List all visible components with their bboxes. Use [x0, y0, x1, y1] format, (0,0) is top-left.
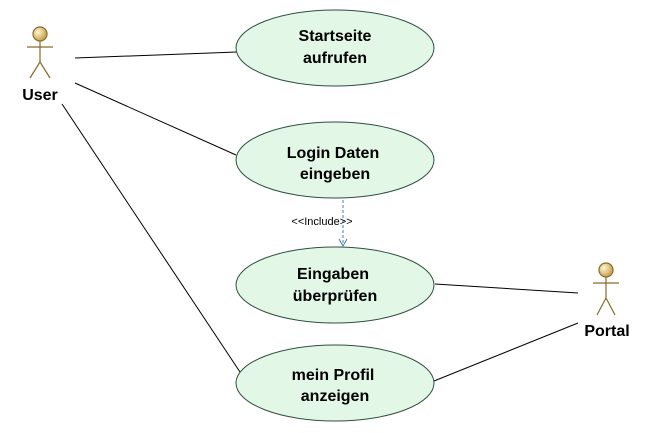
- assoc-user-login: [74, 82, 237, 156]
- include-arrowhead: [338, 238, 348, 248]
- use-case-login[interactable]: Login Daten eingeben: [235, 121, 435, 199]
- actor-label: Portal: [584, 323, 629, 340]
- assoc-user-profil: [61, 103, 241, 373]
- assoc-user-startseite: [74, 51, 238, 59]
- association-lines: [61, 51, 579, 382]
- assoc-portal-profil: [433, 322, 579, 382]
- use-case-label: überprüfen: [293, 288, 377, 305]
- include-relation: <<Include>>: [291, 200, 353, 248]
- use-case-ellipse: [235, 246, 435, 324]
- stick-figure-icon: [593, 262, 619, 316]
- use-case-label: anzeigen: [301, 388, 369, 405]
- use-case-startseite[interactable]: Startseite aufrufen: [235, 9, 435, 87]
- use-case-label: Login Daten: [287, 145, 379, 162]
- use-case-profil[interactable]: mein Profil anzeigen: [235, 344, 435, 422]
- use-case-ellipse: [235, 344, 435, 422]
- actor-label: User: [22, 87, 58, 104]
- use-case-label: Eingaben: [297, 266, 369, 283]
- use-case-label: eingeben: [300, 166, 370, 183]
- use-case-label: Startseite: [299, 28, 372, 45]
- use-case-ellipse: [235, 9, 435, 87]
- stick-figure-icon: [27, 26, 53, 79]
- use-case-ellipse: [235, 121, 435, 199]
- use-case-label: aufrufen: [303, 50, 367, 67]
- assoc-portal-eingaben: [434, 283, 579, 294]
- actor-portal[interactable]: Portal: [584, 262, 630, 340]
- include-label: <<Include>>: [291, 216, 352, 228]
- use-case-label: mein Profil: [292, 367, 375, 384]
- use-case-eingaben[interactable]: Eingaben überprüfen: [235, 246, 435, 324]
- actor-user[interactable]: User: [22, 26, 58, 104]
